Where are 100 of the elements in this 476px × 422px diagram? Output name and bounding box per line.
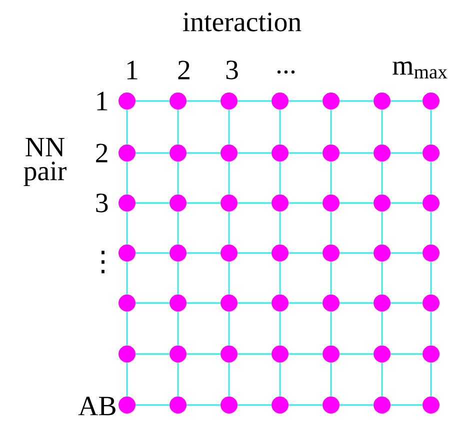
grid-line (177, 262, 179, 294)
dot (374, 396, 390, 414)
grid-line (238, 202, 272, 204)
grid-line (136, 404, 170, 406)
grid-line (136, 252, 170, 254)
grid-line (390, 353, 422, 355)
grid-line (340, 100, 374, 102)
dot (220, 92, 238, 110)
dot (118, 346, 136, 362)
dot (322, 346, 340, 362)
row-number: 3 (96, 194, 108, 212)
dot (170, 244, 186, 262)
dot (272, 294, 288, 312)
grid-line (228, 262, 230, 294)
grid-line (288, 404, 322, 406)
grid-line (228, 110, 230, 144)
grid-line (177, 362, 179, 396)
grid-line (238, 404, 272, 406)
dot (170, 346, 186, 362)
grid-line (238, 100, 272, 102)
grid-line (288, 202, 322, 204)
dot (374, 144, 390, 162)
grid-line (330, 212, 332, 244)
grid-line (330, 110, 332, 144)
grid-line (330, 262, 332, 294)
axis-title: NN pair (24, 138, 66, 186)
grid-line (126, 362, 128, 396)
dot (322, 144, 340, 162)
grid-line (136, 100, 170, 102)
column-number: ... (277, 70, 295, 74)
dot (272, 144, 288, 162)
dot (170, 92, 186, 110)
dot (422, 194, 440, 212)
dot (118, 92, 136, 110)
dot (272, 346, 288, 362)
dot (118, 294, 136, 312)
grid-line (279, 362, 281, 396)
grid-line (430, 312, 432, 346)
dot (220, 244, 238, 262)
grid-line (279, 110, 281, 144)
grid-line (279, 312, 281, 346)
grid-line (228, 162, 230, 194)
dot (374, 346, 390, 362)
grid-line (238, 353, 272, 355)
dot (272, 244, 288, 262)
dot (422, 92, 440, 110)
grid-line (238, 252, 272, 254)
grid-line (136, 152, 170, 154)
dot (220, 144, 238, 162)
dot (220, 396, 238, 414)
grid-line (390, 302, 422, 304)
grid-line (340, 353, 374, 355)
grid-line (288, 302, 322, 304)
grid-line (126, 110, 128, 144)
dot (170, 294, 186, 312)
grid-line (288, 152, 322, 154)
grid-line (390, 100, 422, 102)
row-number: 1 (97, 92, 108, 110)
dot (220, 294, 238, 312)
grid-line (126, 262, 128, 294)
grid-line (381, 110, 383, 144)
grid-line (430, 362, 432, 396)
dot (170, 194, 186, 212)
dot (118, 194, 136, 212)
dot (422, 294, 440, 312)
dot (322, 396, 340, 414)
dot (422, 346, 440, 362)
grid-line (126, 212, 128, 244)
grid-line (390, 404, 422, 406)
grid-line (288, 252, 322, 254)
grid-line (228, 362, 230, 396)
grid-line (390, 252, 422, 254)
grid-line (177, 162, 179, 194)
dot (422, 144, 440, 162)
grid-line (340, 202, 374, 204)
axis-title: interaction (182, 12, 302, 32)
grid-line (177, 110, 179, 144)
dot (374, 244, 390, 262)
grid-line (279, 212, 281, 244)
grid-line (186, 152, 220, 154)
row-number: AB (78, 396, 116, 416)
dot (322, 294, 340, 312)
grid-line (186, 202, 220, 204)
grid-line (340, 404, 374, 406)
dot (272, 92, 288, 110)
grid-line (279, 162, 281, 194)
grid-line (279, 262, 281, 294)
grid-line (228, 312, 230, 346)
dot (422, 396, 440, 414)
dot (374, 294, 390, 312)
grid-line (330, 162, 332, 194)
row-number: ⋮ (102, 250, 104, 274)
grid-line (330, 362, 332, 396)
grid-line (330, 312, 332, 346)
dot (170, 144, 186, 162)
grid-line (340, 152, 374, 154)
grid-line (390, 202, 422, 204)
grid-line (381, 362, 383, 396)
row-number: 2 (96, 144, 108, 162)
grid-line (288, 353, 322, 355)
